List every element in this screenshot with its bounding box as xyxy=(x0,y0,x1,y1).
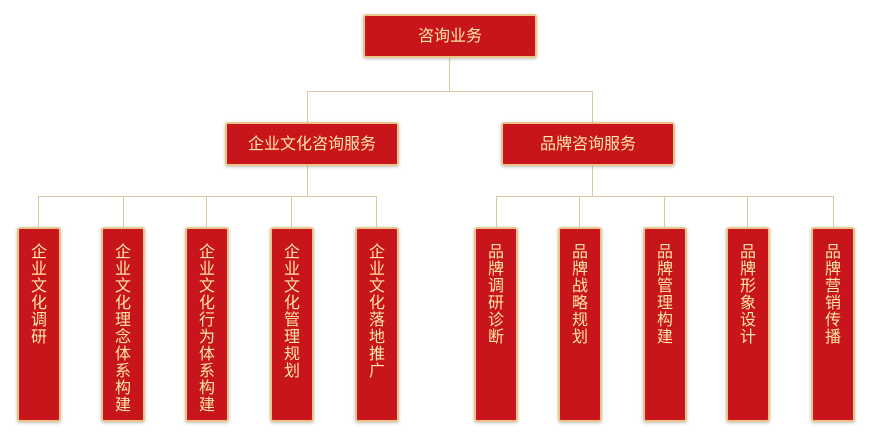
leaf-node-brand-marketing: 品牌营销传播 xyxy=(811,227,855,422)
connector-leaf-0-4 xyxy=(376,196,377,227)
connector-leaf-1-2 xyxy=(664,196,665,227)
connector-leaf-0-2 xyxy=(206,196,207,227)
leaf-node-label: 企业文化理念体系构建 xyxy=(115,242,132,414)
connector-leaf-1-3 xyxy=(747,196,748,227)
connector-leaf-1-1 xyxy=(579,196,580,227)
connector-leaf-0-0 xyxy=(38,196,39,227)
connector-leaf-0-3 xyxy=(291,196,292,227)
connector-leaf-1-0 xyxy=(496,196,497,227)
leaf-node-label: 品牌战略规划 xyxy=(572,242,589,346)
connector-branch0-up xyxy=(307,91,308,122)
leaf-node-label: 企业文化管理规划 xyxy=(284,242,301,380)
branch-node-label: 企业文化咨询服务 xyxy=(247,134,376,153)
branch-node-culture: 企业文化咨询服务 xyxy=(225,122,399,166)
leaf-node-culture-concept-system: 企业文化理念体系构建 xyxy=(101,227,145,422)
leaf-node-brand-image: 品牌形象设计 xyxy=(726,227,770,422)
leaf-node-brand-survey: 品牌调研诊断 xyxy=(474,227,518,422)
connector-level1-horizontal xyxy=(307,91,593,92)
leaf-node-label: 企业文化落地推广 xyxy=(369,242,386,380)
connector-branch0-down xyxy=(307,166,308,196)
connector-leaf-1-4 xyxy=(833,196,834,227)
connector-branch1-up xyxy=(592,91,593,122)
root-node: 咨询业务 xyxy=(363,14,537,58)
leaf-node-culture-behavior-system: 企业文化行为体系构建 xyxy=(185,227,229,422)
connector-leaf-0-1 xyxy=(123,196,124,227)
branch-node-brand: 品牌咨询服务 xyxy=(501,122,675,166)
leaf-node-label: 企业文化调研 xyxy=(31,242,48,346)
leaf-node-culture-survey: 企业文化调研 xyxy=(17,227,61,422)
leaf-node-label: 品牌营销传播 xyxy=(825,242,842,346)
leaf-node-label: 品牌形象设计 xyxy=(740,242,757,346)
connector-root-down xyxy=(449,57,450,92)
leaf-node-label: 企业文化行为体系构建 xyxy=(199,242,216,414)
connector-branch1-down xyxy=(592,166,593,196)
leaf-node-label: 品牌管理构建 xyxy=(657,242,674,346)
connector-branch0-horizontal xyxy=(38,196,377,197)
connector-branch1-horizontal xyxy=(496,196,834,197)
root-node-label: 咨询业务 xyxy=(417,26,482,45)
leaf-node-culture-promotion: 企业文化落地推广 xyxy=(355,227,399,422)
leaf-node-brand-strategy: 品牌战略规划 xyxy=(558,227,602,422)
leaf-node-culture-management-plan: 企业文化管理规划 xyxy=(270,227,314,422)
leaf-node-brand-management: 品牌管理构建 xyxy=(643,227,687,422)
branch-node-label: 品牌咨询服务 xyxy=(539,134,636,153)
leaf-node-label: 品牌调研诊断 xyxy=(488,242,505,346)
